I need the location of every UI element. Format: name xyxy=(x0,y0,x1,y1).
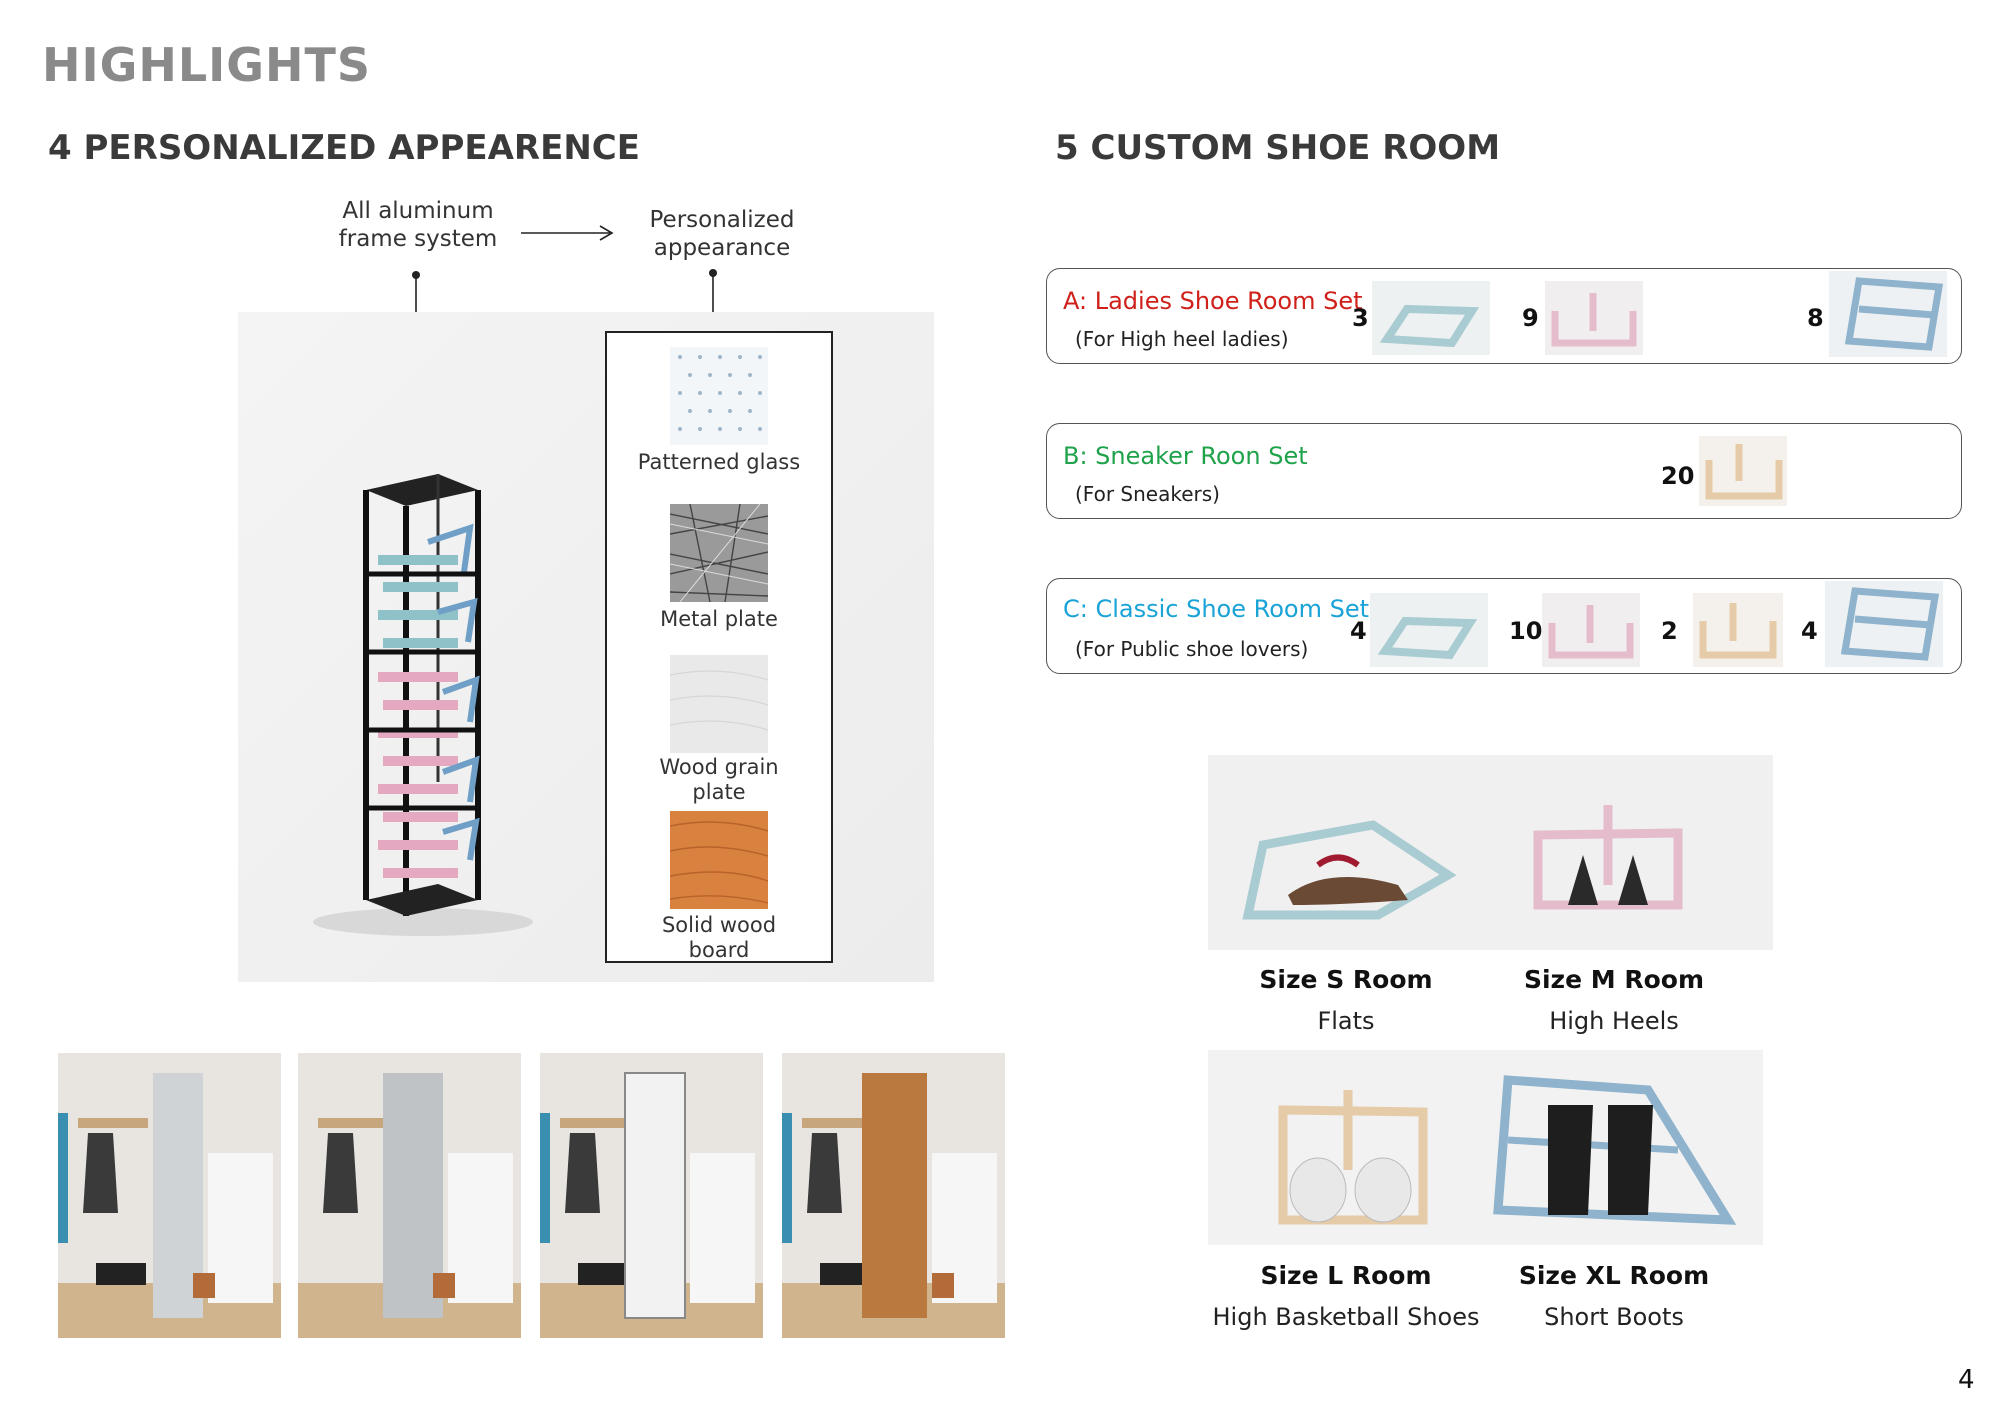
frame-system-label: All aluminum frame system xyxy=(338,198,498,252)
blue-module-icon xyxy=(1372,281,1490,355)
section-5-title: 5 CUSTOM SHOE ROOM xyxy=(1055,128,1501,168)
metal-plate-swatch xyxy=(670,504,768,602)
material-label: Metal plate xyxy=(660,607,778,631)
solid-wood-board-swatch xyxy=(670,811,768,909)
size-s-subtitle: Flats xyxy=(1317,1007,1375,1035)
module-count: 2 xyxy=(1661,617,1678,645)
set-a-subtitle: (For High heel ladies) xyxy=(1075,327,1289,351)
set-c-title: C: Classic Shoe Room Set xyxy=(1063,595,1370,623)
size-l-subtitle: High Basketball Shoes xyxy=(1212,1303,1480,1331)
size-m-subtitle: High Heels xyxy=(1549,1007,1679,1035)
page-heading: HIGHLIGHTS xyxy=(42,38,372,92)
size-xl-title: Size XL Room xyxy=(1518,1261,1710,1290)
hallway-render-wood-grain xyxy=(540,1053,763,1338)
module-count: 20 xyxy=(1661,462,1695,490)
wood-module-icon xyxy=(1699,436,1787,506)
steel-blue-module-icon xyxy=(1829,271,1947,357)
size-m-title: Size M Room xyxy=(1523,965,1705,994)
section-4-title: 4 PERSONALIZED APPEARENCE xyxy=(48,128,640,168)
blue-module-icon xyxy=(1370,593,1488,667)
aluminum-frame-illustration xyxy=(313,474,533,936)
set-c-subtitle: (For Public shoe lovers) xyxy=(1075,637,1309,661)
hallway-render-metal-plate xyxy=(298,1053,521,1338)
size-l-title: Size L Room xyxy=(1260,1261,1432,1290)
size-l-xl-render xyxy=(1208,1050,1763,1245)
module-count: 3 xyxy=(1352,304,1369,332)
set-c-card: C: Classic Shoe Room Set (For Public sho… xyxy=(1046,578,1962,674)
module-count: 8 xyxy=(1807,304,1824,332)
module-count: 4 xyxy=(1801,617,1818,645)
size-s-m-render xyxy=(1208,755,1773,950)
wood-grain-plate-swatch xyxy=(670,655,768,753)
set-a-title: A: Ladies Shoe Room Set xyxy=(1063,287,1363,315)
hallway-render-patterned-glass xyxy=(58,1053,281,1338)
module-count: 10 xyxy=(1509,617,1543,645)
size-xl-subtitle: Short Boots xyxy=(1544,1303,1684,1331)
set-b-card: B: Sneaker Roon Set (For Sneakers) 20 xyxy=(1046,423,1962,519)
set-b-title: B: Sneaker Roon Set xyxy=(1063,442,1308,470)
module-count: 9 xyxy=(1522,304,1539,332)
material-label: Patterned glass xyxy=(637,450,801,474)
set-a-card: A: Ladies Shoe Room Set (For High heel l… xyxy=(1046,268,1962,364)
pink-module-icon xyxy=(1542,593,1640,667)
page-number: 4 xyxy=(1958,1365,1975,1395)
hallway-render-solid-wood xyxy=(782,1053,1005,1338)
patterned-glass-swatch xyxy=(670,347,768,445)
size-s-title: Size S Room xyxy=(1259,965,1433,994)
module-count: 4 xyxy=(1350,617,1367,645)
set-b-subtitle: (For Sneakers) xyxy=(1075,482,1220,506)
wood-module-icon xyxy=(1693,593,1783,667)
pink-module-icon xyxy=(1545,281,1643,355)
steel-blue-module-icon xyxy=(1825,581,1943,667)
appearance-label: Personalized appearance xyxy=(649,207,795,261)
